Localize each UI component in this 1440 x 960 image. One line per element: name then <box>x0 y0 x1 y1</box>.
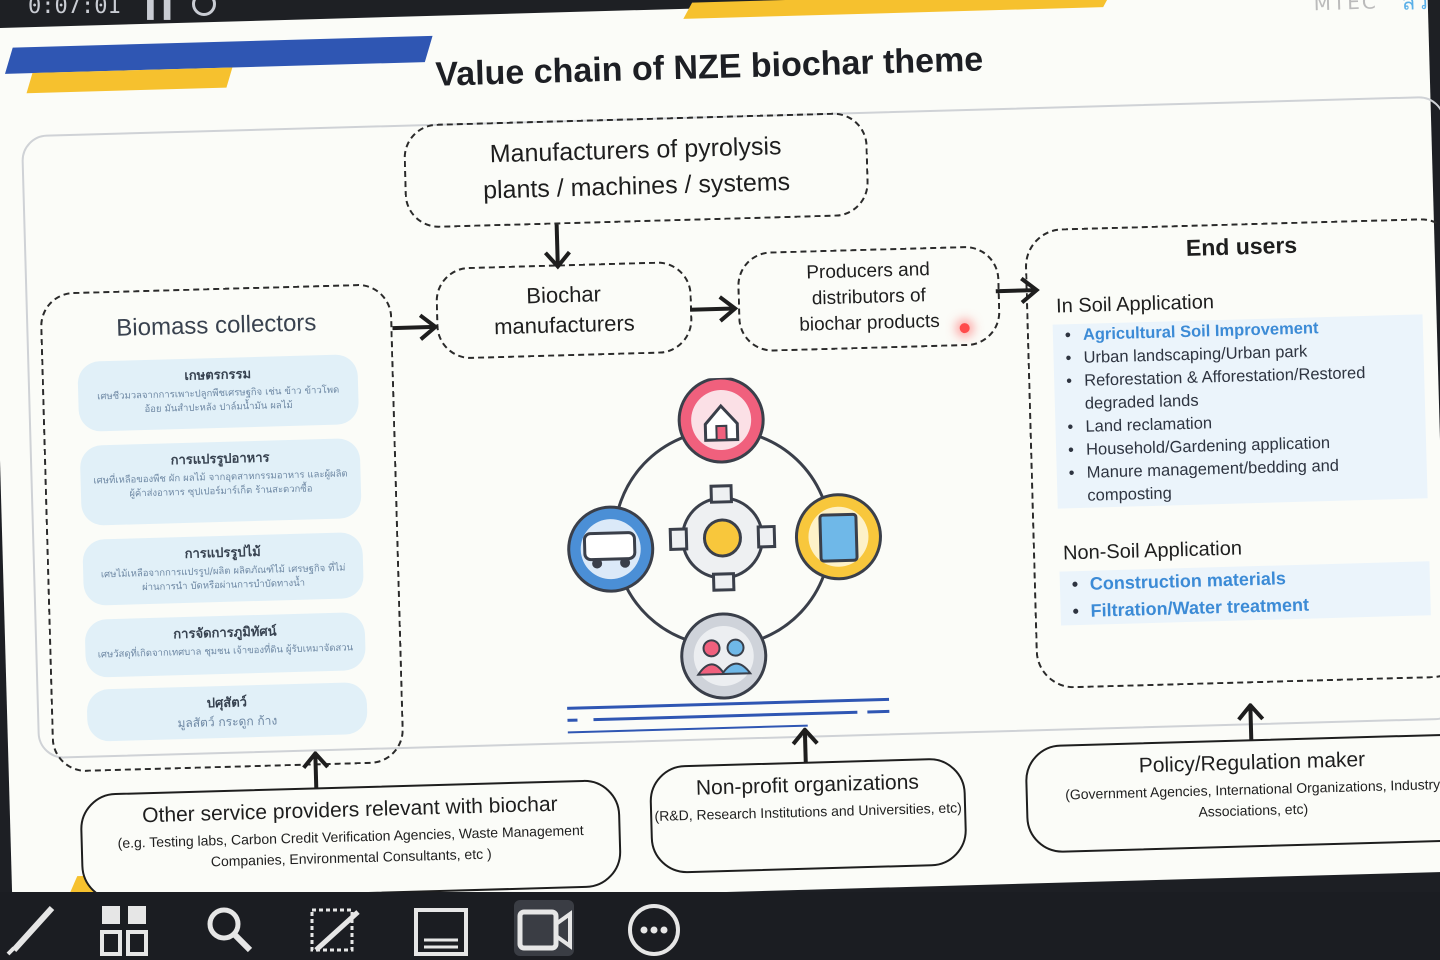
in-soil-title: In Soil Application <box>1055 291 1215 318</box>
arrow-up-icon <box>302 750 330 792</box>
biochar-manufacturers-box: Biochar manufacturers <box>434 260 694 360</box>
non-profit-box: Non-profit organizations (R&D, Research … <box>648 757 968 875</box>
arrow-right-icon <box>995 276 1040 305</box>
caption-icon[interactable] <box>410 900 470 956</box>
playback-timer: 0:07:01 <box>28 0 121 19</box>
slide: MTEC สว Value chain of NZE biochar theme… <box>0 0 1440 912</box>
biomass-item: การแปรรูปไม้ เศษไม้เหลือจากการแปรรูป/ผลิ… <box>82 532 364 606</box>
biomass-collectors-box: Biomass collectors เกษตรกรรม เศษชีวมวลจา… <box>39 283 405 773</box>
end-users-title: End users <box>1185 231 1298 261</box>
slide-title: Value chain of NZE biochar theme <box>434 40 984 94</box>
nonprofit-desc: (R&D, Research Institutions and Universi… <box>654 799 962 824</box>
policy-desc: (Government Agencies, International Orga… <box>1064 776 1440 820</box>
other-service-providers-box: Other service providers relevant with bi… <box>79 778 623 902</box>
end-users-box: End users In Soil Application Agricultur… <box>1023 217 1440 690</box>
biochar-line2: manufacturers <box>493 310 636 340</box>
biomass-item: การแปรรูปอาหาร เศษที่เหลือของพืช ผัก ผลไ… <box>79 438 362 526</box>
more-icon[interactable] <box>624 900 684 956</box>
arrow-up-icon <box>1237 702 1265 744</box>
pause-icon[interactable]: ❚❚ <box>142 0 176 20</box>
policy-maker-box: Policy/Regulation maker (Government Agen… <box>1024 732 1440 854</box>
pen-icon[interactable] <box>0 900 60 956</box>
truck-icon <box>567 505 655 593</box>
value-cycle-illustration <box>558 376 890 734</box>
biomass-item-desc: เศษที่เหลือของพืช ผัก ผลไม้ จากอุตสาหกรร… <box>93 468 348 500</box>
crop-icon[interactable] <box>304 900 364 956</box>
biomass-item-desc: เศษไม้เหลือจากการแปรรูป/ผลิต ผลิตภัณฑ์ไม… <box>100 562 346 594</box>
home-icon <box>677 376 765 464</box>
biomass-item-desc: เศษชีวมวลจากการเพาะปลูกพืชเศรษฐกิจ เช่น … <box>97 384 340 416</box>
arrow-down-icon <box>543 224 571 270</box>
non-soil-title: Non-Soil Application <box>1062 537 1243 565</box>
gear-icon <box>668 484 777 592</box>
document-icon <box>794 493 882 581</box>
search-icon[interactable] <box>200 900 260 956</box>
partner-logo: สว <box>1401 0 1429 16</box>
list-item: Manure management/bedding and composting <box>1086 452 1427 507</box>
camera-icon[interactable] <box>514 900 574 956</box>
record-icon[interactable] <box>192 0 216 16</box>
nonprofit-title: Non-profit organizations <box>695 770 920 800</box>
biomass-item: ปศุสัตว์ มูลสัตว์ กระดูก ก้าง <box>86 681 368 742</box>
manufacturers-box: Manufacturers of pyrolysis plants / mach… <box>402 111 870 229</box>
in-soil-list: Agricultural Soil Improvement Urban land… <box>1052 314 1428 509</box>
non-soil-list: Construction materials Filtration/Water … <box>1059 561 1431 626</box>
arrow-right-icon <box>392 313 439 341</box>
biomass-item: เกษตรกรรม เศษชีวมวลจากการเพาะปลูกพืชเศรษ… <box>77 354 360 432</box>
biomass-item: การจัดการภูมิทัศน์ เศษวัสดุที่เกิดจากเทศ… <box>84 611 367 678</box>
grid-icon[interactable] <box>96 900 156 956</box>
people-icon <box>680 612 768 700</box>
arrow-right-icon <box>690 295 739 323</box>
decor-band-yellow-top <box>683 0 1112 19</box>
producers-box: Producers and distributors of biochar pr… <box>736 245 1002 353</box>
presentation-toolbar <box>0 892 1440 960</box>
biomass-title: Biomass collectors <box>115 309 317 342</box>
mtec-logo: MTEC <box>1313 0 1379 16</box>
